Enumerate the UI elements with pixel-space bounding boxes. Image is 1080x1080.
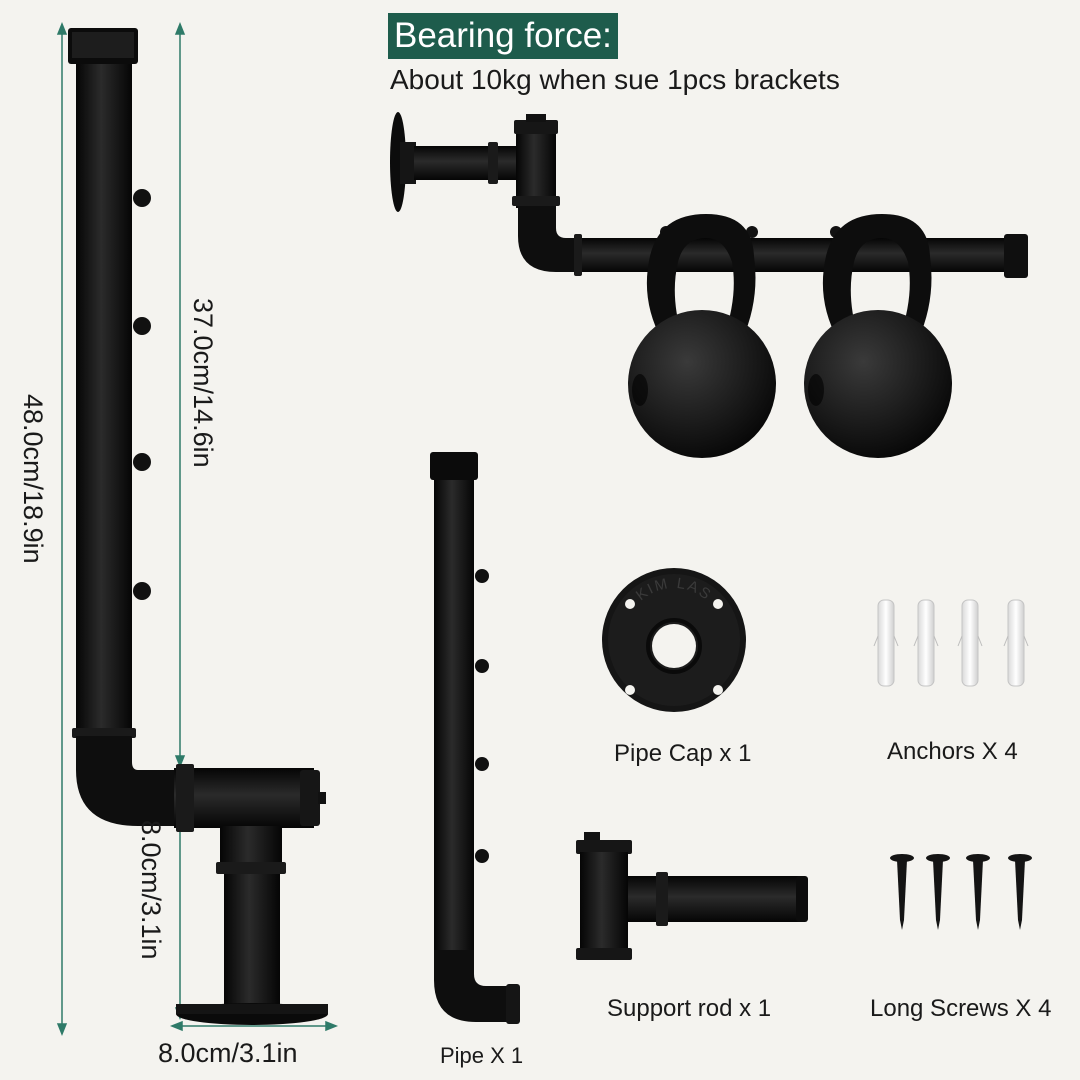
- pipe-part: [430, 452, 520, 1024]
- long-screws-caption: Long Screws X 4: [870, 995, 1052, 1022]
- support-rod-part: [576, 832, 808, 960]
- anchors-caption: Anchors X 4: [887, 738, 1018, 765]
- bearing-force-heading: Bearing force:: [388, 13, 618, 59]
- pipe-cap-part: [602, 568, 746, 712]
- hanging-bracket: [390, 112, 1028, 458]
- svg-text:KIM LAS: KIM LAS: [633, 575, 715, 604]
- anchors-part: [873, 599, 1029, 687]
- bearing-force-description: About 10kg when sue 1pcs brackets: [390, 64, 840, 95]
- total-height-label: 48.0cm/18.9in: [18, 394, 48, 564]
- flange-stamp-logo: KIM LAS: [633, 575, 715, 604]
- lower-height-label: 8.0cm/3.1in: [136, 820, 166, 960]
- flange-stamp-text: KIM LAS: [633, 575, 713, 604]
- long-screws-part: [890, 854, 1032, 930]
- upper-height-label: 37.0cm/14.6in: [188, 298, 218, 468]
- assembled-bracket: [68, 28, 328, 1025]
- pipe-caption: Pipe X 1: [440, 1043, 524, 1068]
- base-width-label: 8.0cm/3.1in: [158, 1038, 298, 1068]
- support-rod-caption: Support rod x 1: [607, 995, 772, 1022]
- pipe-cap-caption: Pipe Cap x 1: [614, 740, 752, 767]
